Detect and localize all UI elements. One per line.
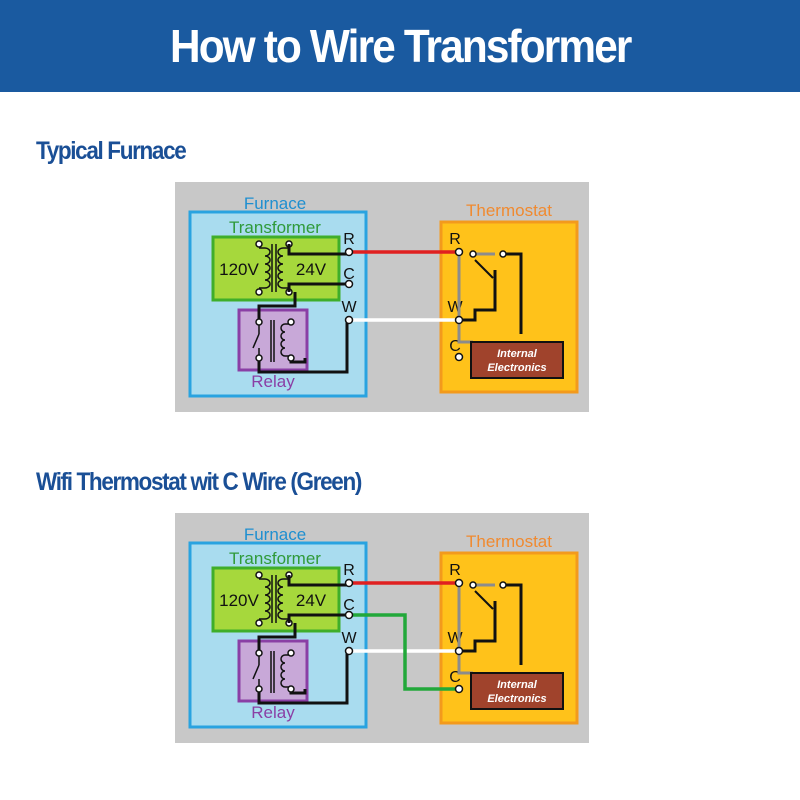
internal-electronics-box (470, 341, 564, 379)
furnace-terminal-c-label: C (343, 597, 355, 614)
furnace-terminal-w-label: W (341, 299, 357, 316)
diagram-typical-furnace: Furnace Transformer 120V 24V Relay R C W (175, 182, 589, 412)
thermostat-terminal-w-label: W (447, 299, 463, 316)
thermostat-terminal-r-label: R (449, 562, 461, 579)
relay-label: Relay (251, 703, 295, 722)
voltage-24v: 24V (296, 260, 327, 279)
furnace-label: Furnace (244, 525, 306, 544)
furnace-terminal-r-label: R (343, 231, 355, 248)
thermostat-terminal-w-label: W (447, 630, 463, 647)
transformer-label: Transformer (229, 218, 321, 237)
furnace-label: Furnace (244, 194, 306, 213)
voltage-24v: 24V (296, 591, 327, 610)
diagram-wifi-thermostat: Furnace Transformer 120V 24V Relay R C W (175, 513, 589, 743)
wire-c-green (349, 613, 459, 691)
terminal-screws (344, 578, 464, 694)
furnace-internal-wires (257, 575, 349, 705)
relay-box (237, 639, 309, 703)
wiring-diagram-wifi: Furnace Transformer 120V 24V Relay R C W (175, 513, 589, 743)
title-banner: How to Wire Transformer (0, 0, 800, 92)
page-title: How to Wire Transformer (169, 20, 632, 72)
internal-electronics-label-line2: Electronics (487, 362, 546, 374)
relay-label: Relay (251, 372, 295, 391)
wiring-diagram-typical: Furnace Transformer 120V 24V Relay R C W (175, 182, 589, 412)
furnace-terminal-w-label: W (341, 630, 357, 647)
internal-electronics-box (470, 672, 564, 710)
internal-electronics-label-line1: Internal (497, 348, 538, 360)
thermostat-internal-wires (457, 581, 523, 675)
voltage-120v: 120V (219, 591, 259, 610)
thermostat-terminal-c-label: C (449, 338, 461, 355)
voltage-120v: 120V (219, 260, 259, 279)
thermostat-label: Thermostat (466, 201, 552, 220)
thermostat-internal-wires (457, 250, 523, 344)
furnace-terminal-c-label: C (343, 266, 355, 283)
internal-electronics-label-line1: Internal (497, 679, 538, 691)
furnace-internal-wires (257, 244, 349, 374)
transformer-label: Transformer (229, 549, 321, 568)
furnace-terminal-r-label: R (343, 562, 355, 579)
section-title-typical-furnace: Typical Furnace (36, 137, 187, 165)
section-title-wifi-thermostat: Wifi Thermostat wit C Wire (Green) (36, 468, 362, 496)
thermostat-terminal-r-label: R (449, 231, 461, 248)
thermostat-terminal-c-label: C (449, 669, 461, 686)
internal-electronics-label-line2: Electronics (487, 693, 546, 705)
relay-box (237, 308, 309, 372)
thermostat-label: Thermostat (466, 532, 552, 551)
relay-coil-icon (252, 649, 295, 693)
terminal-screws (344, 247, 464, 362)
